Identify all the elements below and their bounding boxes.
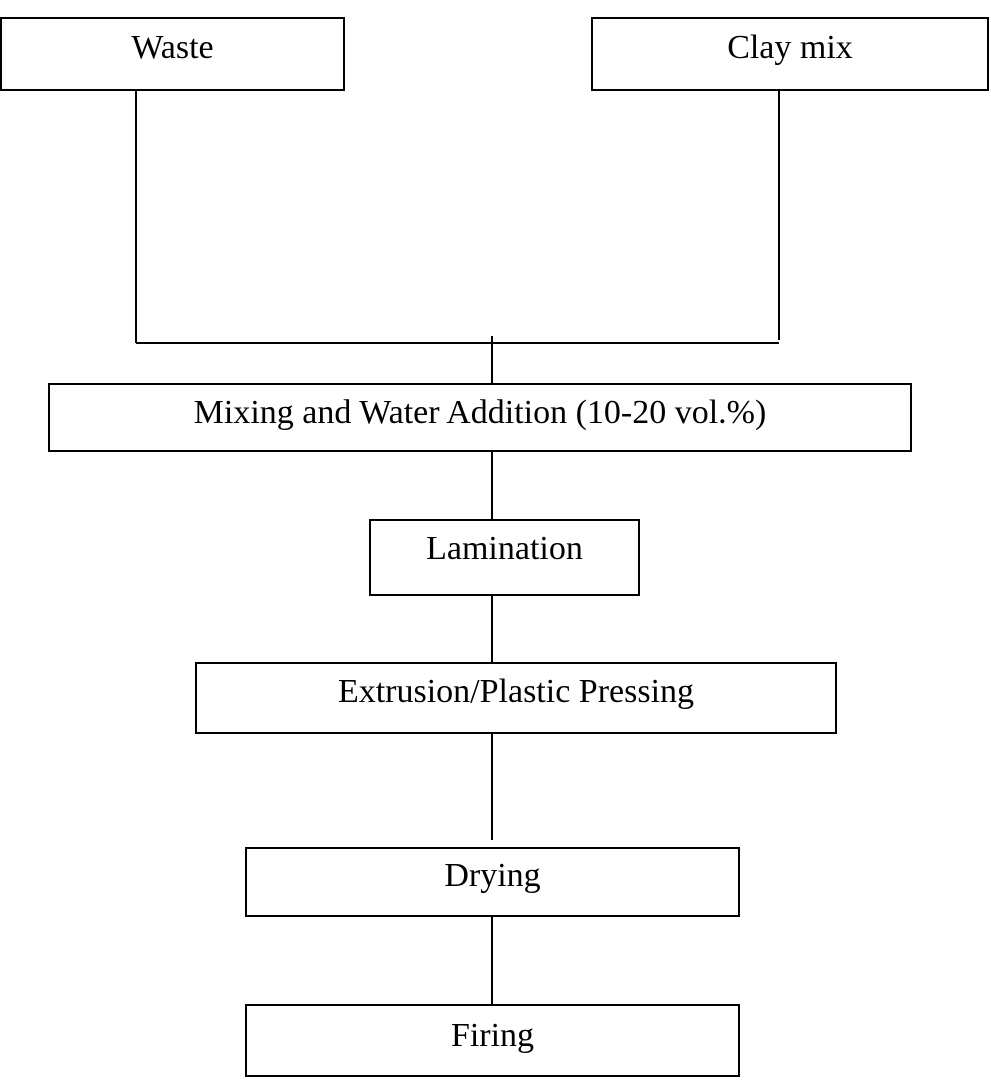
- drying-box: Drying: [245, 847, 740, 917]
- clay-mix-label: Clay mix: [727, 29, 853, 66]
- lamination-box: Lamination: [369, 519, 640, 596]
- lamination-label: Lamination: [426, 530, 583, 567]
- waste-label: Waste: [131, 29, 214, 66]
- extrusion-box: Extrusion/Plastic Pressing: [195, 662, 837, 734]
- extrusion-label: Extrusion/Plastic Pressing: [337, 673, 695, 710]
- mixing-box: Mixing and Water Addition (10-20 vol.%): [48, 383, 912, 452]
- mixing-label: Mixing and Water Addition (10-20 vol.%): [193, 394, 767, 431]
- firing-box: Firing: [245, 1004, 740, 1077]
- clay-mix-box: Clay mix: [591, 17, 989, 91]
- drying-label: Drying: [444, 857, 541, 894]
- firing-label: Firing: [450, 1017, 535, 1054]
- waste-box: Waste: [0, 17, 345, 91]
